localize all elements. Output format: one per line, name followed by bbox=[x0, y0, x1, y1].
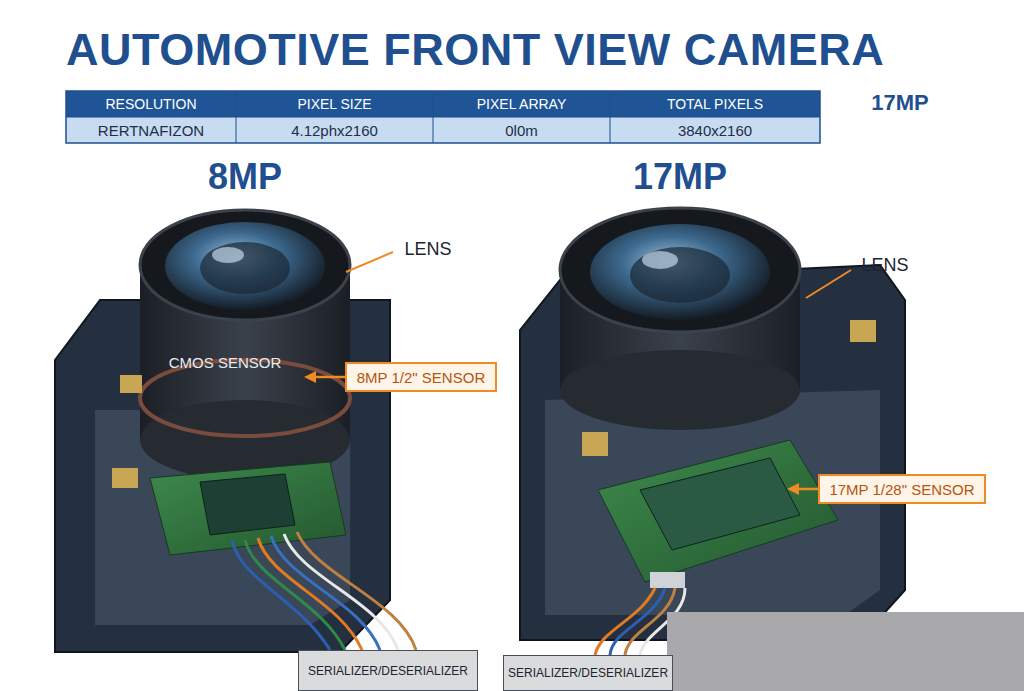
lens-rim bbox=[560, 208, 800, 332]
lens-base bbox=[560, 350, 800, 430]
lens-inner bbox=[200, 242, 290, 294]
lens-ring bbox=[140, 360, 350, 436]
part-label: CMOS SENSOR bbox=[148, 350, 302, 374]
table-cell: 3840x2160 bbox=[610, 117, 820, 143]
arrow-head bbox=[787, 483, 799, 495]
callout-box: 8MP 1/2" SENSOR bbox=[345, 362, 497, 392]
camera-8mp bbox=[55, 210, 416, 652]
table-cell: 4.12phx2160 bbox=[236, 117, 433, 143]
serdes-box: SERIALIZER/DESERIALIZER bbox=[503, 655, 673, 691]
camera-heading: 8MP bbox=[160, 154, 330, 200]
connector bbox=[850, 320, 876, 342]
leader-line bbox=[312, 376, 345, 379]
lens-glint bbox=[212, 247, 244, 263]
table-header bbox=[66, 91, 820, 117]
diagram-title: AUTOMOTIVE FRONT VIEW CAMERA bbox=[66, 24, 884, 76]
table-header-cell: TOTAL PIXELS bbox=[610, 91, 820, 117]
serdes-box: SERIALIZER/DESERIALIZER bbox=[298, 650, 478, 691]
lens-glass bbox=[165, 222, 325, 310]
table-row bbox=[66, 117, 820, 143]
lens-rim bbox=[140, 210, 350, 320]
connector bbox=[120, 375, 142, 393]
resolution-tag: 17MP bbox=[850, 88, 950, 118]
table-header-cell: PIXEL ARRAY bbox=[433, 91, 610, 117]
connector bbox=[650, 572, 685, 588]
lens-inner bbox=[630, 247, 730, 303]
part-label: LENS bbox=[850, 252, 920, 278]
node-text: 17MP 1/28" SENSOR bbox=[829, 481, 974, 498]
node-text: SERIALIZER/DESERIALIZER bbox=[308, 664, 468, 678]
table-header-cell: RESOLUTION bbox=[66, 91, 236, 117]
sensor-chip bbox=[640, 458, 800, 550]
leader-line bbox=[806, 270, 851, 298]
gray-patch bbox=[667, 612, 1024, 691]
spec-table bbox=[66, 91, 820, 143]
arrow-head bbox=[304, 371, 316, 383]
lens-glint bbox=[642, 251, 678, 269]
camera-heading: 17MP bbox=[595, 154, 765, 200]
lens-glass bbox=[590, 224, 770, 320]
table-cell: RERTNAFIZON bbox=[66, 117, 236, 143]
connector bbox=[112, 468, 138, 488]
table-cell: 0l0m bbox=[433, 117, 610, 143]
pcb bbox=[598, 440, 838, 582]
node-text: 8MP 1/2" SENSOR bbox=[357, 369, 485, 386]
sensor-chip bbox=[200, 474, 295, 535]
node-text: SERIALIZER/DESERIALIZER bbox=[508, 666, 668, 680]
table-rule bbox=[66, 117, 820, 118]
table-border bbox=[66, 91, 820, 143]
part-label: LENS bbox=[393, 236, 463, 262]
callout-box: 17MP 1/28" SENSOR bbox=[818, 474, 986, 504]
leader-line bbox=[346, 252, 393, 272]
pcb bbox=[150, 462, 346, 555]
table-header-cell: PIXEL SIZE bbox=[236, 91, 433, 117]
camera-17mp bbox=[520, 208, 905, 655]
connector bbox=[582, 432, 608, 456]
